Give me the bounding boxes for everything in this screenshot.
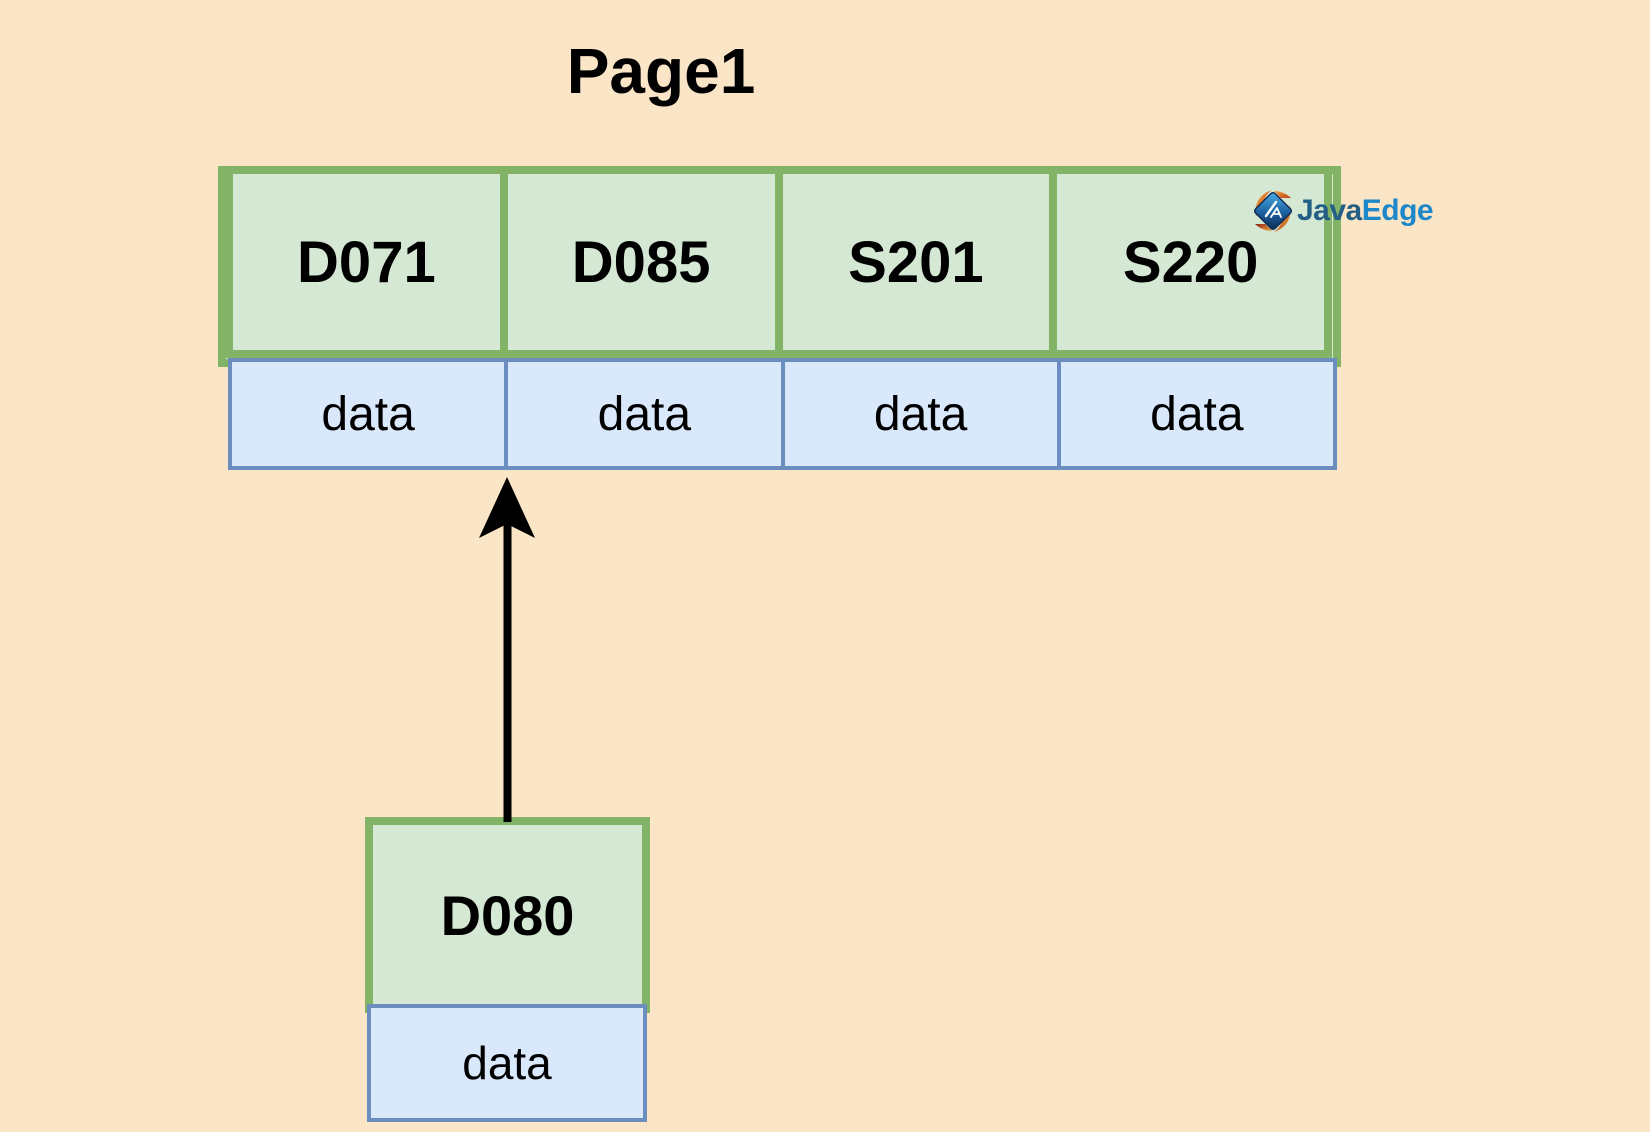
logo-text-edge: Edge [1361,194,1434,227]
insert-arrow [479,477,535,822]
arrow-head-icon [479,477,535,538]
data-cell-2: data [504,358,785,470]
data-cell-4: data [1056,358,1337,470]
slot-header-row: D071 D085 S201 S220 [225,166,1332,358]
arrow-stem [503,522,512,822]
javaedge-logo-text: JavaEdge [1297,189,1434,233]
detached-slot-cell-d080: D080 [365,817,650,1013]
slot-cell-d085: D085 [499,166,783,358]
logo-text-java: Java [1297,194,1362,227]
data-cell-1: data [228,358,509,470]
data-cell-3: data [780,358,1061,470]
javaedge-logo: JavaEdge [1251,189,1434,233]
javaedge-logo-icon [1253,190,1293,232]
detached-data-cell: data [367,1004,647,1122]
slot-cell-d071: D071 [225,166,508,358]
page-title: Page1 [566,35,756,107]
data-row: data data data data [228,358,1337,470]
slot-cell-s201: S201 [774,166,1058,358]
